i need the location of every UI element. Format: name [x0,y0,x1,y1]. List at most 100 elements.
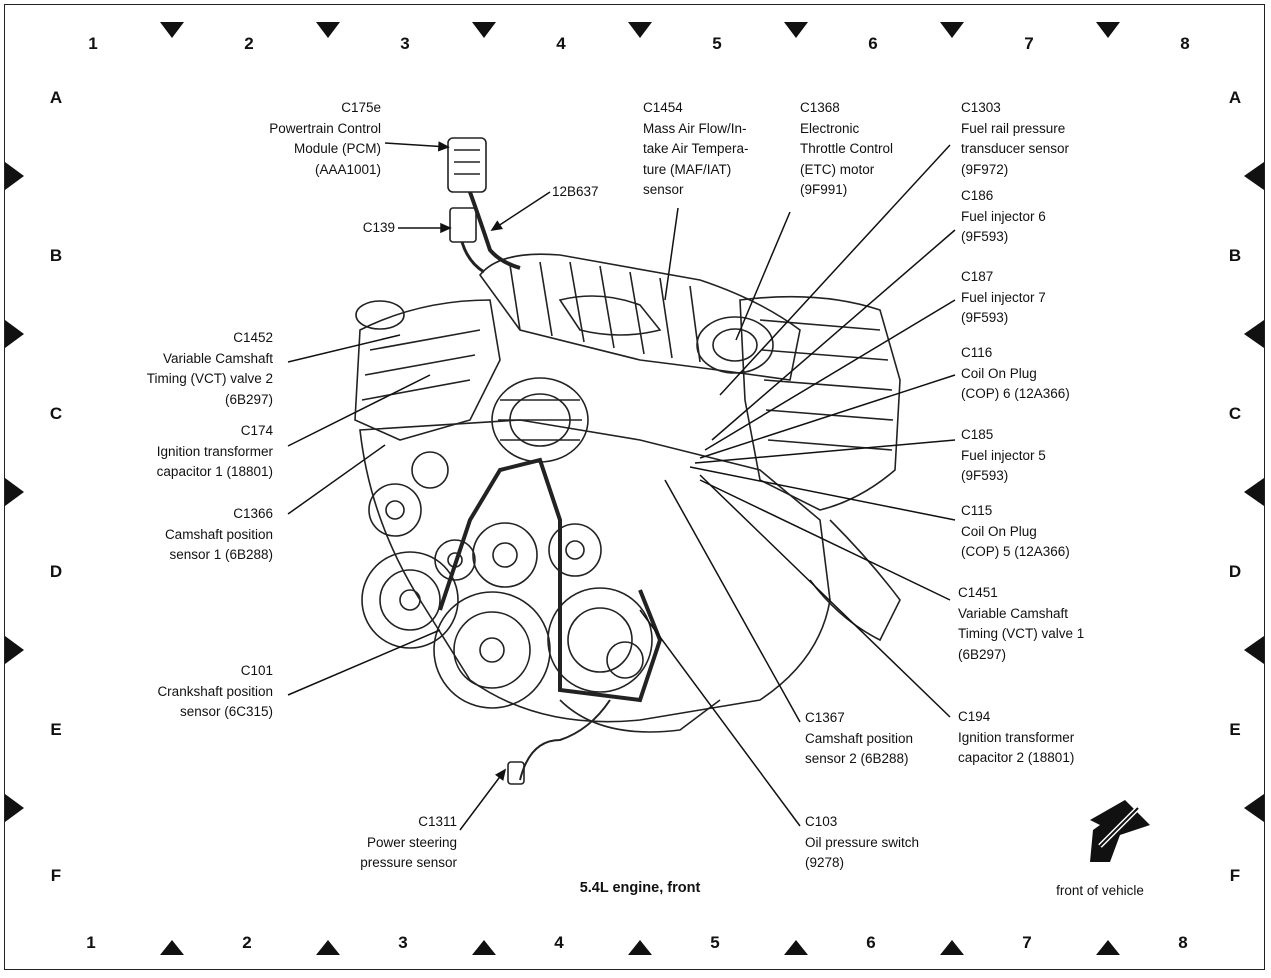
pcm-connector [447,137,487,193]
grid-col-5-bottom: 5 [710,933,720,952]
grid-row-d-left: D [49,562,63,581]
grid-markers [5,22,1264,955]
grid-col-7-bottom: 7 [1022,933,1032,952]
leader-c115 [689,466,956,521]
belt-tensioner [368,483,422,537]
ac-compressor [361,551,459,649]
grid-marker-left [5,478,24,506]
grid-col-6-top: 6 [868,34,878,53]
grid-col-8-top: 8 [1180,34,1190,53]
grid-row-b-right: B [1228,246,1242,265]
grid-marker-bottom [472,940,496,955]
leader-c174 [287,374,431,447]
grid-col-2-top: 2 [244,34,254,53]
water-pump-pulley [472,522,538,588]
grid-marker-right [1244,162,1264,190]
leader-c101 [287,629,441,696]
intake-manifold [478,253,801,381]
leader-c187 [704,299,956,451]
crankshaft-pulley [433,591,551,709]
grid-row-e-left: E [50,720,62,739]
grid-col-1-bottom: 1 [86,933,96,952]
right-valve-cover [739,295,901,511]
leader-c1452 [287,334,401,363]
leader-c116 [699,374,956,459]
grid-marker-top [628,22,652,38]
grid-marker-right [1244,320,1264,348]
leader-12b637 [491,191,551,231]
c139-connector [449,207,477,243]
engine-illustration [354,137,901,785]
grid-col-5-top: 5 [712,34,722,53]
grid-row-a-right: A [1228,88,1242,107]
wiring-harness-12B637 [468,191,521,270]
grid-row-f-left: F [50,866,62,885]
leader-c1311-arrowhead [495,768,507,781]
grid-marker-top [1096,22,1120,38]
grid-col-2-bottom: 2 [242,933,252,952]
leader-c139-arrowhead [440,222,452,234]
leader-c1303 [719,144,951,396]
grid-col-1-top: 1 [88,34,98,53]
engine-front-cover [359,419,831,723]
leader-c1366 [287,444,386,515]
leader-12b637-arrowhead [490,220,503,232]
grid-marker-left [5,320,24,348]
leader-c175e-arrowhead [437,141,450,152]
callout-c139: C139 [362,220,395,235]
leader-c1367 [664,479,801,723]
grid-col-3-bottom: 3 [398,933,408,952]
front-of-vehicle-arrow-icon [1090,800,1150,862]
grid-col-6-bottom: 6 [866,933,876,952]
oil-filler-cap [355,300,405,330]
grid-marker-bottom [160,940,184,955]
leader-c185 [694,439,956,464]
leader-c186 [711,229,956,441]
grid-row-f-right: F [1229,866,1241,885]
grid-row-c-left: C [49,404,63,423]
grid-marker-bottom [1096,940,1120,955]
grid-marker-right [1244,794,1264,822]
diagram-caption: 5.4L engine, front [579,880,701,896]
leader-c103 [639,609,801,827]
grid-marker-bottom [316,940,340,955]
idler-pulley [548,523,602,577]
grid-marker-left [5,162,24,190]
leader-c1311 [459,769,506,831]
grid-row-b-left: B [49,246,63,265]
grid-row-a-left: A [49,88,63,107]
callout-12b637: 12B637 [552,184,599,199]
grid-marker-right [1244,636,1264,664]
grid-col-8-bottom: 8 [1178,933,1188,952]
grid-marker-top [940,22,964,38]
power-steering-pulley [547,587,653,693]
grid-marker-top [472,22,496,38]
leader-c1368 [735,211,791,341]
diagram-frame [4,4,1265,970]
leader-c175e [384,142,449,148]
serpentine-belt [438,457,663,703]
grid-col-7-top: 7 [1024,34,1034,53]
grid-marker-top [784,22,808,38]
grid-marker-left [5,636,24,664]
grid-col-4-top: 4 [556,34,566,53]
throttle-body [696,316,774,374]
